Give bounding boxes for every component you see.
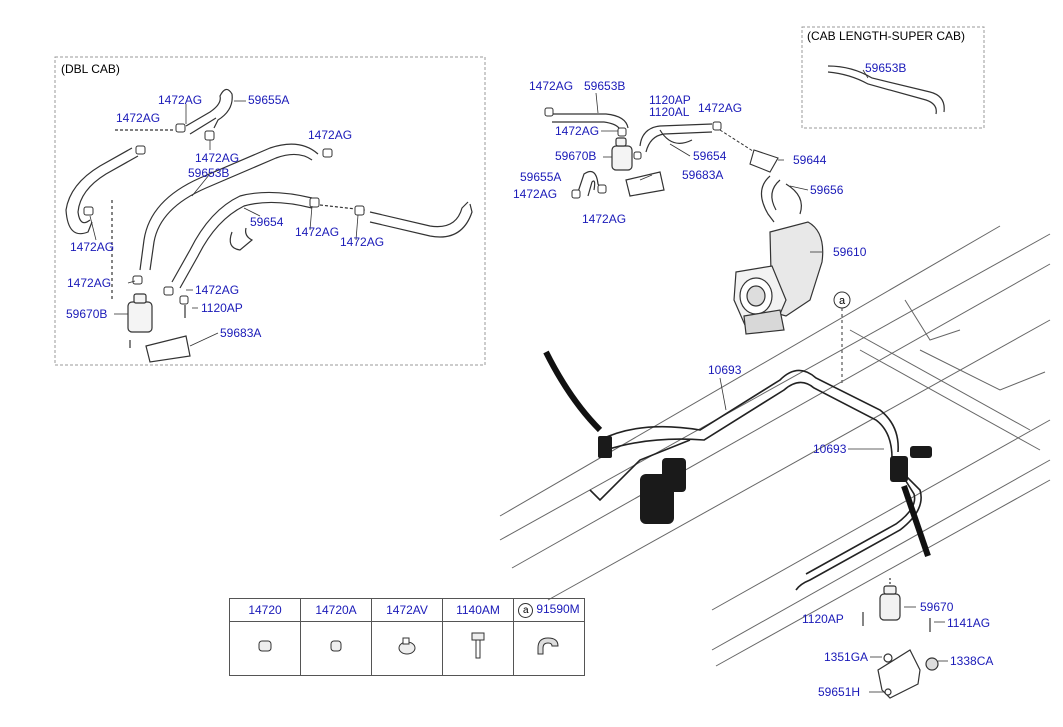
part-label-59654[interactable]: 59654: [250, 215, 284, 229]
part-label-59655a[interactable]: 59655A: [520, 170, 562, 184]
legend-cell: [229, 621, 301, 676]
hose-clamp-icon: [330, 640, 342, 652]
hose-left-loop-dbl: [65, 129, 175, 235]
part-label-1120ap[interactable]: 1120AP: [649, 93, 691, 107]
hose-59655a-dbl: [185, 88, 233, 135]
throttle-body-59610: [733, 221, 824, 335]
part-label-1120ap[interactable]: 1120AP: [802, 612, 844, 626]
part-label-59653b[interactable]: 59653B: [188, 166, 230, 180]
part-label-1472ag[interactable]: 1472AG: [582, 212, 627, 226]
spring-clamp-icon: [398, 637, 416, 655]
chassis-frame: [499, 225, 1051, 667]
solenoid-59670-assembly: [862, 578, 939, 699]
harness-10693: [589, 369, 922, 591]
part-label-59656[interactable]: 59656: [810, 183, 844, 197]
part-label-59651h[interactable]: 59651H: [818, 685, 861, 699]
solenoid-59670b-dbl: [111, 200, 191, 363]
legend-header[interactable]: 14720: [229, 598, 301, 622]
part-label-59670b[interactable]: 59670B: [66, 307, 108, 321]
legend-header[interactable]: 1472AV: [371, 598, 443, 622]
part-label-59683a[interactable]: 59683A: [682, 168, 724, 182]
part-label-1120ap[interactable]: 1120AP: [201, 301, 243, 315]
part-label-10693[interactable]: 10693: [813, 442, 847, 456]
part-label-1120al[interactable]: 1120AL: [649, 105, 690, 119]
dbl-cab-frame: [54, 56, 486, 366]
part-label-1472ag[interactable]: 1472AG: [195, 283, 240, 297]
harness-connectors: [598, 436, 932, 524]
part-label-10693[interactable]: 10693: [708, 363, 742, 377]
legend-header[interactable]: 14720A: [300, 598, 372, 622]
hose-59653b-dbl: [139, 143, 319, 271]
legend-cell: [442, 621, 514, 676]
part-label-1351ga[interactable]: 1351GA: [824, 650, 869, 664]
clamps-mid: [544, 107, 722, 199]
hose-59654-mid: [639, 123, 713, 153]
callout-a-badge: a: [518, 603, 534, 618]
part-label-1472ag[interactable]: 1472AG: [195, 151, 240, 165]
callout-a-text: a: [839, 295, 846, 307]
part-label-59610[interactable]: 59610: [833, 245, 867, 259]
legend-header[interactable]: 1140AM: [442, 598, 514, 622]
part-label-1472ag[interactable]: 1472AG: [555, 124, 600, 138]
super-cab-frame: [801, 26, 985, 129]
legend-cell: [300, 621, 372, 676]
part-label-59653b[interactable]: 59653B: [584, 79, 626, 93]
part-label-1472ag[interactable]: 1472AG: [340, 235, 385, 249]
clamps-dbl: [83, 123, 365, 305]
part-label-1338ca[interactable]: 1338CA: [950, 654, 994, 668]
part-label-59644[interactable]: 59644: [793, 153, 827, 167]
hose-59656: [760, 175, 802, 223]
part-label-1472ag[interactable]: 1472AG: [698, 101, 743, 115]
part-label-59655a[interactable]: 59655A: [248, 93, 290, 107]
part-label-1472ag[interactable]: 1472AG: [529, 79, 574, 93]
part-label-1472ag[interactable]: 1472AG: [513, 187, 558, 201]
part-label-1141ag[interactable]: 1141AG: [947, 616, 991, 630]
part-label-1472ag[interactable]: 1472AG: [67, 276, 112, 290]
bracket-59644: [749, 149, 779, 173]
hose-59654-dbl: [171, 191, 473, 289]
part-label-59670[interactable]: 59670: [920, 600, 954, 614]
part-label-59654[interactable]: 59654: [693, 149, 727, 163]
hose-59653b-super: [827, 65, 945, 115]
part-label-59653b[interactable]: 59653B: [865, 61, 907, 75]
legend-cell: [371, 621, 443, 676]
harness-tail-right: [901, 485, 931, 557]
legend-header-label: 91590M: [536, 602, 580, 616]
part-label-1472ag[interactable]: 1472AG: [295, 225, 340, 239]
part-label-1472ag[interactable]: 1472AG: [308, 128, 353, 142]
clip-icon: [537, 637, 559, 655]
part-label-59683a[interactable]: 59683A: [220, 326, 262, 340]
dbl-cab-caption: (DBL CAB): [61, 62, 120, 76]
leader-lines: [89, 69, 948, 693]
part-label-1472ag[interactable]: 1472AG: [116, 111, 161, 125]
super-cab-caption: (CAB LENGTH-SUPER CAB): [807, 29, 966, 43]
part-label-1472ag[interactable]: 1472AG: [70, 240, 115, 254]
hose-59655a-mid: [577, 171, 603, 197]
harness-tail-left: [543, 350, 603, 433]
bolt-icon: [471, 632, 485, 659]
solenoid-59670b-mid: [611, 137, 665, 197]
clip-bracket-dbl: [229, 227, 254, 251]
part-label-59670b[interactable]: 59670B: [555, 149, 597, 163]
part-label-1472ag[interactable]: 1472AG: [158, 93, 203, 107]
legend-cell: [513, 621, 585, 676]
hose-clamp-icon: [258, 640, 272, 652]
